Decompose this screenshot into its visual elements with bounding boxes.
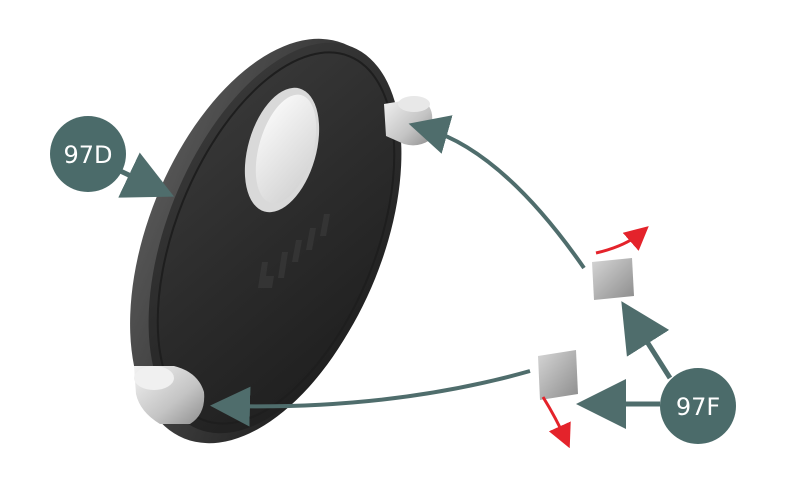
leader-arrow-pad-to-lower-clip [210,369,531,427]
callout-97f-label: 97F [676,393,720,421]
callout-97f: 97F [576,301,736,444]
peel-arrow-upper [595,226,649,255]
callout-97d: 97D [50,116,175,198]
upper-mounting-clip [384,96,433,146]
callout-97f-badge [660,368,736,444]
part-97f-pad-upper [592,258,634,300]
callout-97d-badge [50,116,126,192]
disc-opening [244,87,320,213]
peel-arrow-lower [541,396,571,449]
leader-arrow-pad-to-upper-clip [408,115,586,270]
callout-97f-pointer-upper [621,301,673,380]
part-97f-pad-lower [538,350,578,400]
callout-97d-label: 97D [63,141,112,169]
embossed-marking [258,214,330,288]
part-97d-disc [130,38,433,444]
lower-mounting-clip [134,366,205,424]
